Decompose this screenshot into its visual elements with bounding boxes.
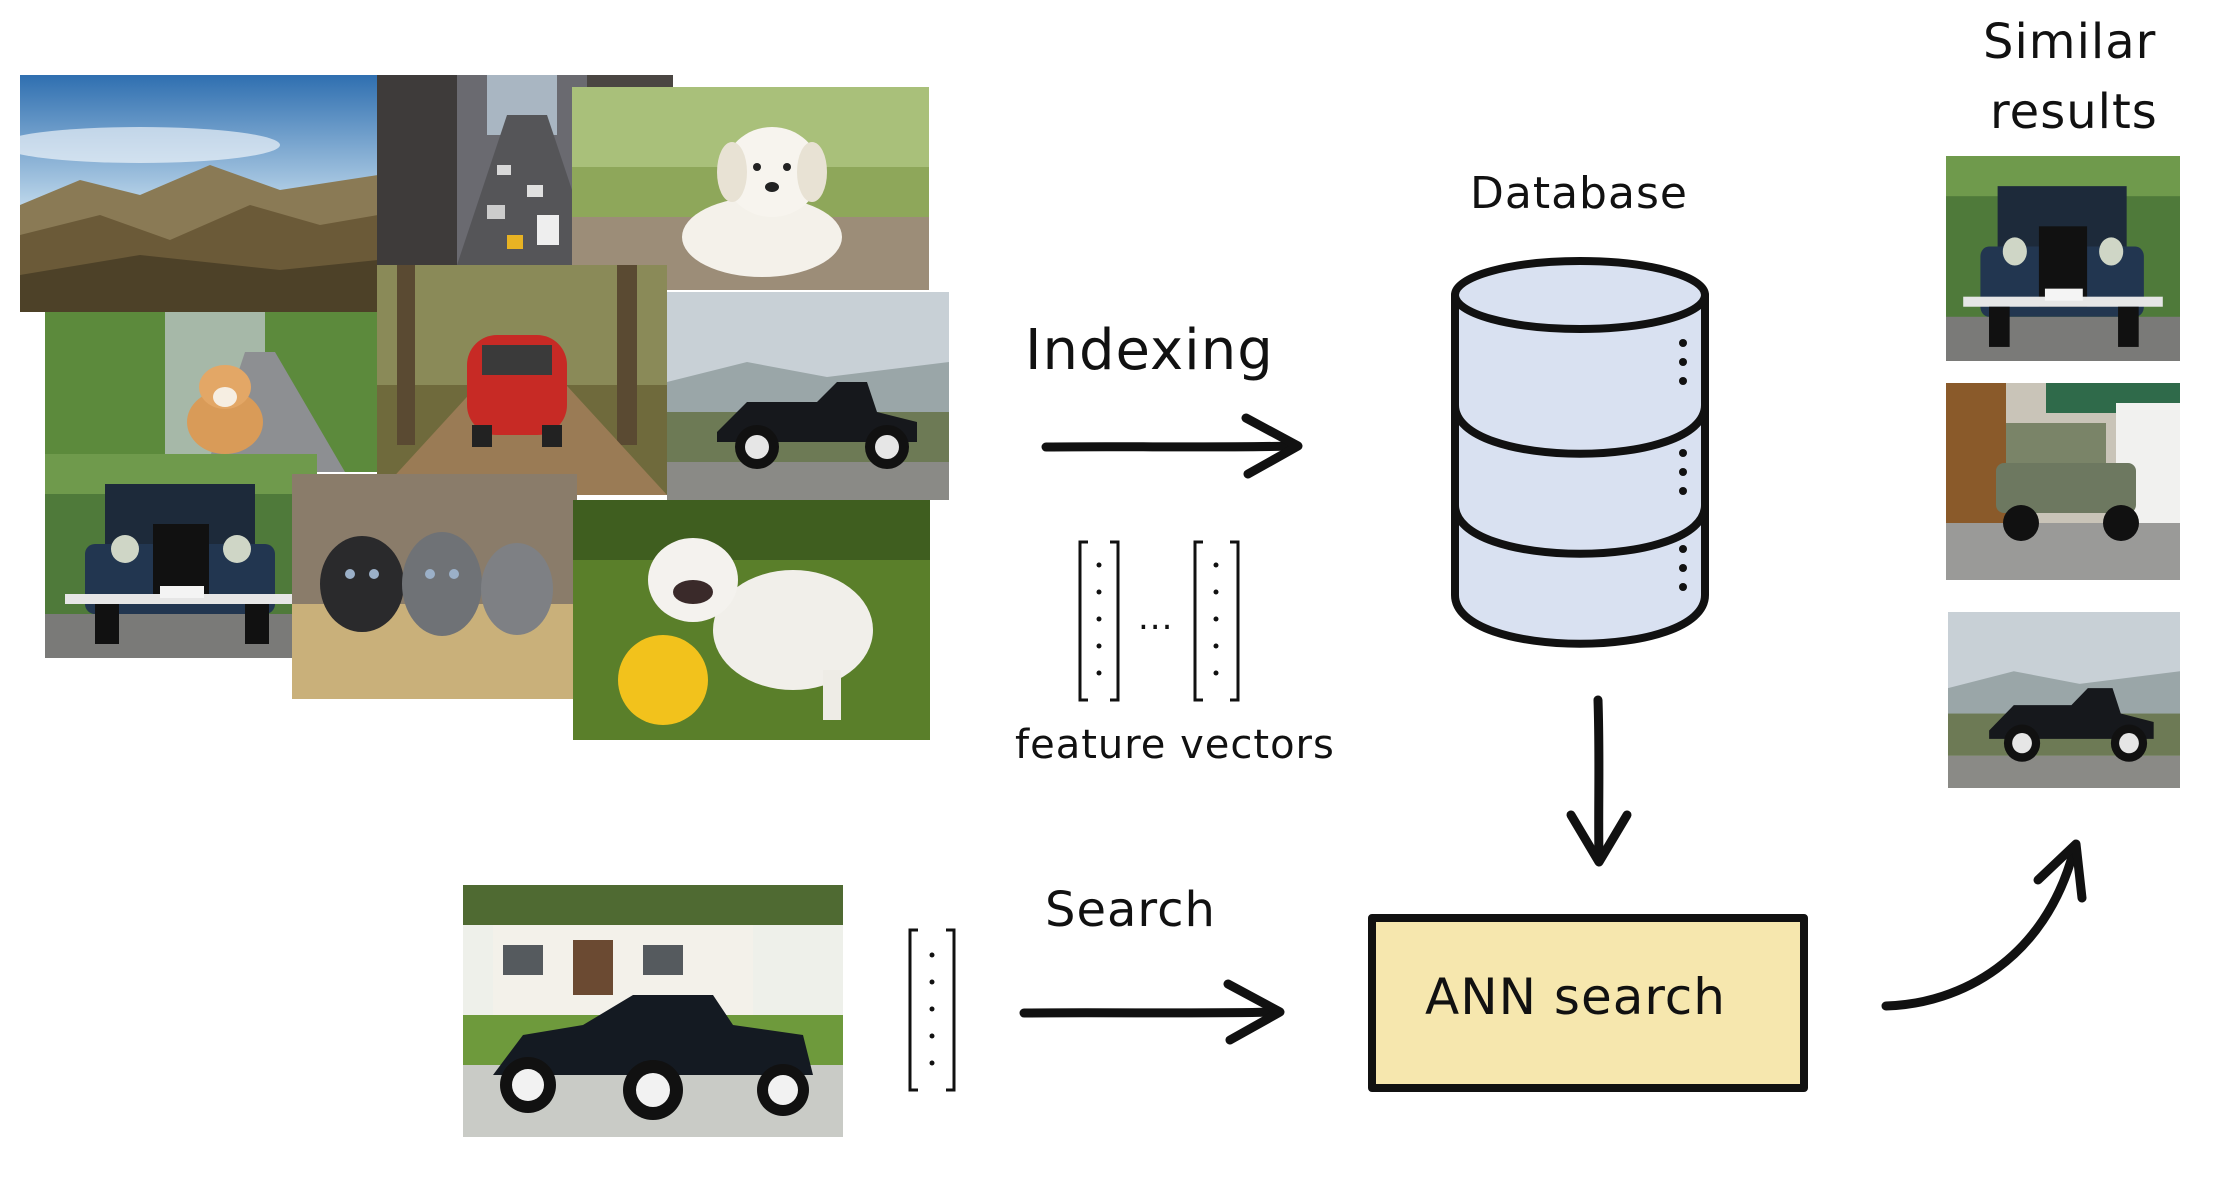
- search-arrow: [1019, 979, 1285, 1045]
- results-arrow: [1881, 839, 2087, 1011]
- result-image-3: [1948, 612, 2180, 788]
- indexing-label: Indexing: [1025, 318, 1274, 383]
- kittens-image: [292, 474, 577, 699]
- similar-results-title-line2: results: [1990, 84, 2158, 140]
- query-image: [463, 885, 843, 1137]
- corgi-dog-image: [45, 312, 385, 472]
- query-vector-icon: [908, 928, 956, 1092]
- red-fiat-car-image: [377, 265, 667, 495]
- feature-vector-dots-1: [1096, 562, 1102, 676]
- ann-search-label: ANN search: [1425, 968, 1726, 1026]
- mountain-landscape-image: [20, 75, 378, 312]
- result-image-2: [1946, 383, 2180, 580]
- indexing-arrow: [1041, 413, 1303, 479]
- vector-ellipsis: ...: [1138, 598, 1174, 638]
- similar-results-title-line1: Similar: [1983, 14, 2157, 70]
- feature-vectors-label: feature vectors: [1015, 722, 1335, 768]
- database-to-ann-arrow: [1566, 695, 1632, 867]
- ann-search-box: [1368, 914, 1808, 1092]
- search-label: Search: [1045, 882, 1216, 938]
- database-cylinder-icon: [1451, 257, 1709, 648]
- database-label: Database: [1470, 168, 1688, 219]
- result-image-1: [1946, 156, 2180, 361]
- blue-vintage-car-image: [45, 454, 317, 658]
- feature-vector-dots-2: [1213, 562, 1219, 676]
- vintage-roadster-image: [667, 292, 949, 500]
- query-vector-dots: [929, 952, 935, 1066]
- feature-vector-icon-2: [1193, 540, 1240, 702]
- feature-vector-icon-1: [1078, 540, 1120, 702]
- bulldog-with-ball-image: [573, 500, 930, 740]
